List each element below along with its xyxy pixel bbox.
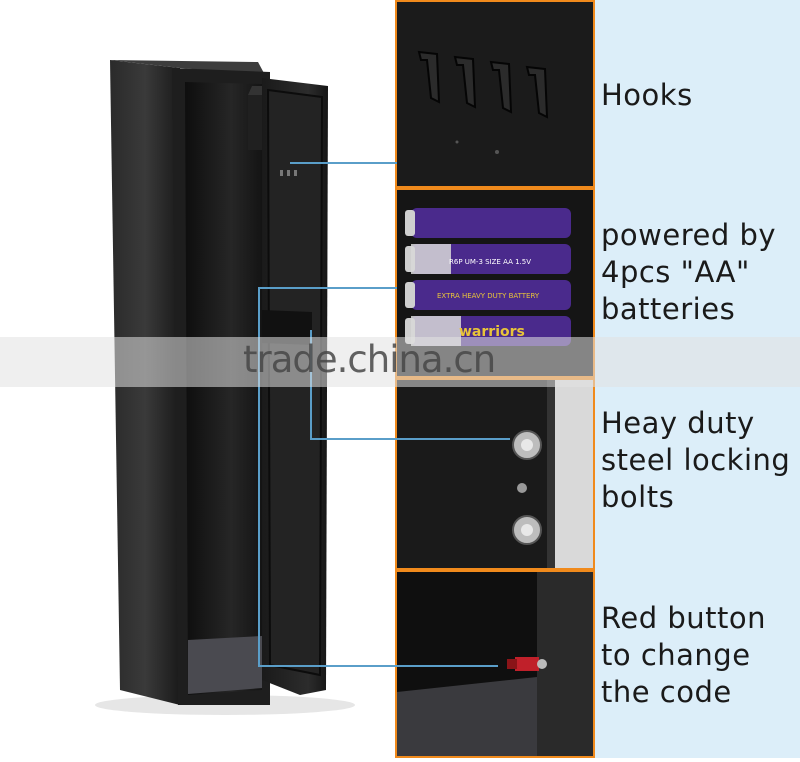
bolts-callout-line	[310, 438, 510, 440]
red-button-label: Red button to change the code	[601, 601, 766, 709]
hooks-label-background	[595, 0, 800, 188]
batteries-callout-line-top	[258, 287, 397, 289]
locking-bolts-illustration	[397, 380, 593, 568]
hooks-illustration	[397, 2, 593, 186]
red-button-illustration	[397, 572, 593, 756]
watermark-text: trade.china.cn	[243, 338, 496, 381]
battery-brand-text: warriors	[459, 324, 525, 340]
hooks-callout-line	[290, 162, 397, 164]
red-button-detail-photo	[395, 570, 595, 758]
locking-bolts-detail-photo	[395, 378, 595, 570]
battery-spec-text: R6P UM-3 SIZE AA 1.5V	[449, 258, 531, 266]
battery-series-text: EXTRA HEAVY DUTY BATTERY	[437, 292, 540, 300]
hooks-detail-photo	[395, 0, 595, 188]
batteries-callout-line-vertical	[258, 287, 260, 667]
gun-safe-illustration	[95, 60, 355, 715]
hooks-label: Hooks	[601, 78, 693, 112]
locking-bolts-label-background	[595, 378, 800, 570]
watermark-band	[0, 337, 800, 387]
red-button-callout-line	[258, 665, 498, 667]
red-button-label-background	[595, 570, 800, 758]
batteries-label: powered by 4pcs "AA" batteries	[601, 218, 777, 326]
locking-bolts-label: Heay duty steel locking bolts	[601, 406, 791, 514]
